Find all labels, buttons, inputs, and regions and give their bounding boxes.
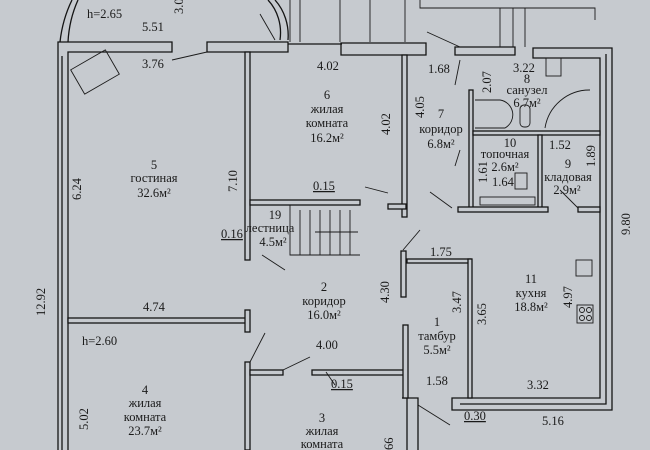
room-label-text: 5 [151,158,157,172]
room-label-text: лестница [246,221,295,235]
dimension-label: 3.65 [475,303,489,325]
room-label-text: комната [301,437,344,450]
staircase [289,0,596,256]
stove-icon [576,304,594,324]
fireplace-icon [70,49,120,95]
interior-walls [67,51,601,450]
room-3-bedroom: 3 жилая комната [301,411,344,450]
room-label-text: 3 [319,411,325,425]
shower-icon [475,99,514,129]
kitchen-sink-icon [575,259,593,277]
room-label-text: 4 [142,383,149,397]
room-label-text: 7 [438,107,444,121]
room-label-text: коридор [302,294,346,308]
dimension-label: 3.47 [450,291,464,313]
room-label-text: 2.9м² [553,183,581,197]
dimension-label: 1.68 [428,62,450,76]
dimension-label: 3.22 [513,61,535,75]
room-5-living-room: 5 гостиная 32.6м² [130,158,177,200]
room-label-text: 19 [269,208,282,222]
dimension-label: 12.92 [34,288,48,316]
fixtures [70,13,594,426]
dimension-label: 0.30 [464,409,486,423]
sink-icon [545,57,562,77]
room-10-boiler-room: 10 топочная 2.6м² [481,136,530,174]
room-label-text: жилая [310,102,344,116]
room-label-text: топочная [481,147,530,161]
dimension-label: 9.80 [619,213,633,235]
room-label-text: 2 [321,280,327,294]
dimension-label: 5.02 [77,408,91,430]
room-label-text: 6 [324,88,330,102]
room-label-text: 32.6м² [137,186,171,200]
dimension-label: 4.00 [316,338,338,352]
room-label-text: жилая [128,396,162,410]
dimension-label: 1.64 [492,175,515,189]
room-label-text: 16.2м² [310,131,344,145]
room-label-text: 6.8м² [427,137,455,151]
dimension-label: 5.51 [142,20,164,34]
dimension-label: 2.07 [480,71,494,93]
room-label-text: 5.5м² [423,343,451,357]
room-label-text: комната [124,410,167,424]
dimension-labels: 5.51 3.76 3.0 4.02 1.68 3.22 2.07 4.05 4… [34,0,633,450]
dimension-label: 0.15 [331,377,353,391]
room-label-text: 10 [504,136,517,150]
room-label-text: санузел [507,83,548,97]
bathtub-icon [544,89,591,129]
room-6-bedroom: 6 жилая комната 16.2м² [306,88,349,145]
dimension-label: 1.89 [584,145,598,167]
dimension-label: 3.76 [142,57,164,71]
dimension-label: 4.97 [561,286,575,308]
dimension-label: 4.05 [413,96,427,118]
room-label-text: коридор [419,122,463,136]
dimension-label: 3.0 [172,0,186,14]
room-label-text: жилая [305,424,339,438]
room-label-text: 4.5м² [259,235,287,249]
dimension-label: 6.24 [70,177,84,200]
room-19-staircase: 19 лестница 4.5м² [246,208,295,249]
dimension-label: 1.61 [476,161,490,183]
dimension-label: 1.75 [430,245,452,259]
dimension-label: 4.02 [317,59,339,73]
dimension-label: 4.30 [378,281,392,303]
dimension-label: 0.15 [313,179,335,193]
dimension-label: 3.32 [527,378,549,392]
boiler-icon [514,172,528,190]
room-label-text: кладовая [544,170,592,184]
dimension-label: 4.74 [143,300,166,314]
room-11-kitchen: 11 кухня 18.8м² [514,272,548,314]
room-7-corridor: 7 коридор 6.8м² [419,107,463,151]
room-label-text: гостиная [130,171,177,185]
outer-walls [57,0,613,450]
height-label: h=2.60 [82,334,117,348]
dimension-label: 4.02 [379,113,393,135]
room-label-text: комната [306,116,349,130]
room-1-tambour: 1 тамбур 5.5м² [418,315,455,357]
room-4-bedroom: 4 жилая комната 23.7м² [124,383,167,438]
dimension-label: 66 [382,438,396,450]
room-9-storage: 9 кладовая 2.9м² [544,157,592,197]
room-8-bathroom: 8 санузел 6.7м² [507,72,548,110]
room-label-text: 23.7м² [128,424,162,438]
dimension-label: 1.58 [426,374,448,388]
room-label-text: 1 [434,315,440,329]
height-label: h=2.65 [87,7,122,21]
room-2-corridor: 2 коридор 16.0м² [302,280,346,322]
room-label-text: 18.8м² [514,300,548,314]
dimension-label: 7.10 [226,170,240,192]
room-label-text: 2.6м² [491,160,519,174]
toilet-icon [519,104,531,128]
dimension-label: 0.16 [221,227,243,241]
dimension-label: 5.16 [542,414,564,428]
room-label-text: 6.7м² [513,96,541,110]
room-label-text: 11 [525,272,537,286]
dimension-label: 1.52 [549,138,571,152]
room-label-text: кухня [516,286,547,300]
room-label-text: 16.0м² [307,308,341,322]
room-label-text: тамбур [418,329,455,343]
room-labels: 1 тамбур 5.5м² 2 коридор 16.0м² 3 жилая … [124,72,592,450]
room-label-text: 8 [524,72,530,86]
room-label-text: 9 [565,157,571,171]
